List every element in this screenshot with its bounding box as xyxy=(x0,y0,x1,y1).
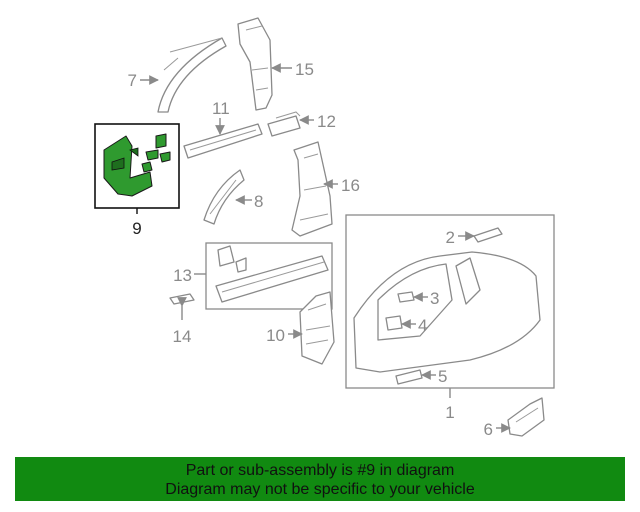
part-4-bracket[interactable]: 4 xyxy=(385,315,427,335)
callout-1: 1 xyxy=(445,403,454,422)
part-9-highlighted[interactable]: 9 xyxy=(94,123,180,238)
part-8-rail[interactable]: 8 xyxy=(203,169,263,225)
callout-9: 9 xyxy=(132,219,141,238)
part-14-clip[interactable]: 14 xyxy=(169,293,195,346)
callout-2: 2 xyxy=(446,228,455,247)
callout-5: 5 xyxy=(438,367,447,386)
part-11-reinforcement[interactable]: 11 xyxy=(183,99,263,159)
part-7-rail[interactable]: 7 xyxy=(128,37,227,113)
callout-6: 6 xyxy=(484,420,493,439)
part-5-bracket[interactable]: 5 xyxy=(395,367,447,386)
callout-4: 4 xyxy=(418,316,427,335)
part-6-bracket[interactable]: 6 xyxy=(484,397,545,439)
banner-line-2: Diagram may not be specific to your vehi… xyxy=(165,481,475,498)
callout-16: 16 xyxy=(341,176,360,195)
callout-8: 8 xyxy=(254,192,263,211)
callout-11: 11 xyxy=(212,99,230,118)
info-banner: Part or sub-assembly is #9 in diagram Di… xyxy=(15,457,625,501)
part-13-rocker[interactable]: 13 xyxy=(173,242,333,310)
parts-diagram: 7 15 11 12 9 8 xyxy=(94,17,555,439)
callout-10: 10 xyxy=(266,326,285,345)
callout-14: 14 xyxy=(173,327,192,346)
callout-13: 13 xyxy=(173,266,192,285)
part-2-panel[interactable]: 2 xyxy=(446,227,503,247)
part-16-pillar[interactable]: 16 xyxy=(291,141,360,237)
callout-15: 15 xyxy=(295,60,314,79)
callout-7: 7 xyxy=(128,71,137,90)
part-10-pillar[interactable]: 10 xyxy=(266,291,335,365)
callout-3: 3 xyxy=(430,289,439,308)
part-15-pillar[interactable]: 15 xyxy=(237,17,314,111)
part-3-bracket[interactable]: 3 xyxy=(397,289,439,308)
part-12-bracket[interactable]: 12 xyxy=(267,111,336,137)
banner-line-1: Part or sub-assembly is #9 in diagram xyxy=(185,462,455,479)
callout-12: 12 xyxy=(317,112,336,131)
